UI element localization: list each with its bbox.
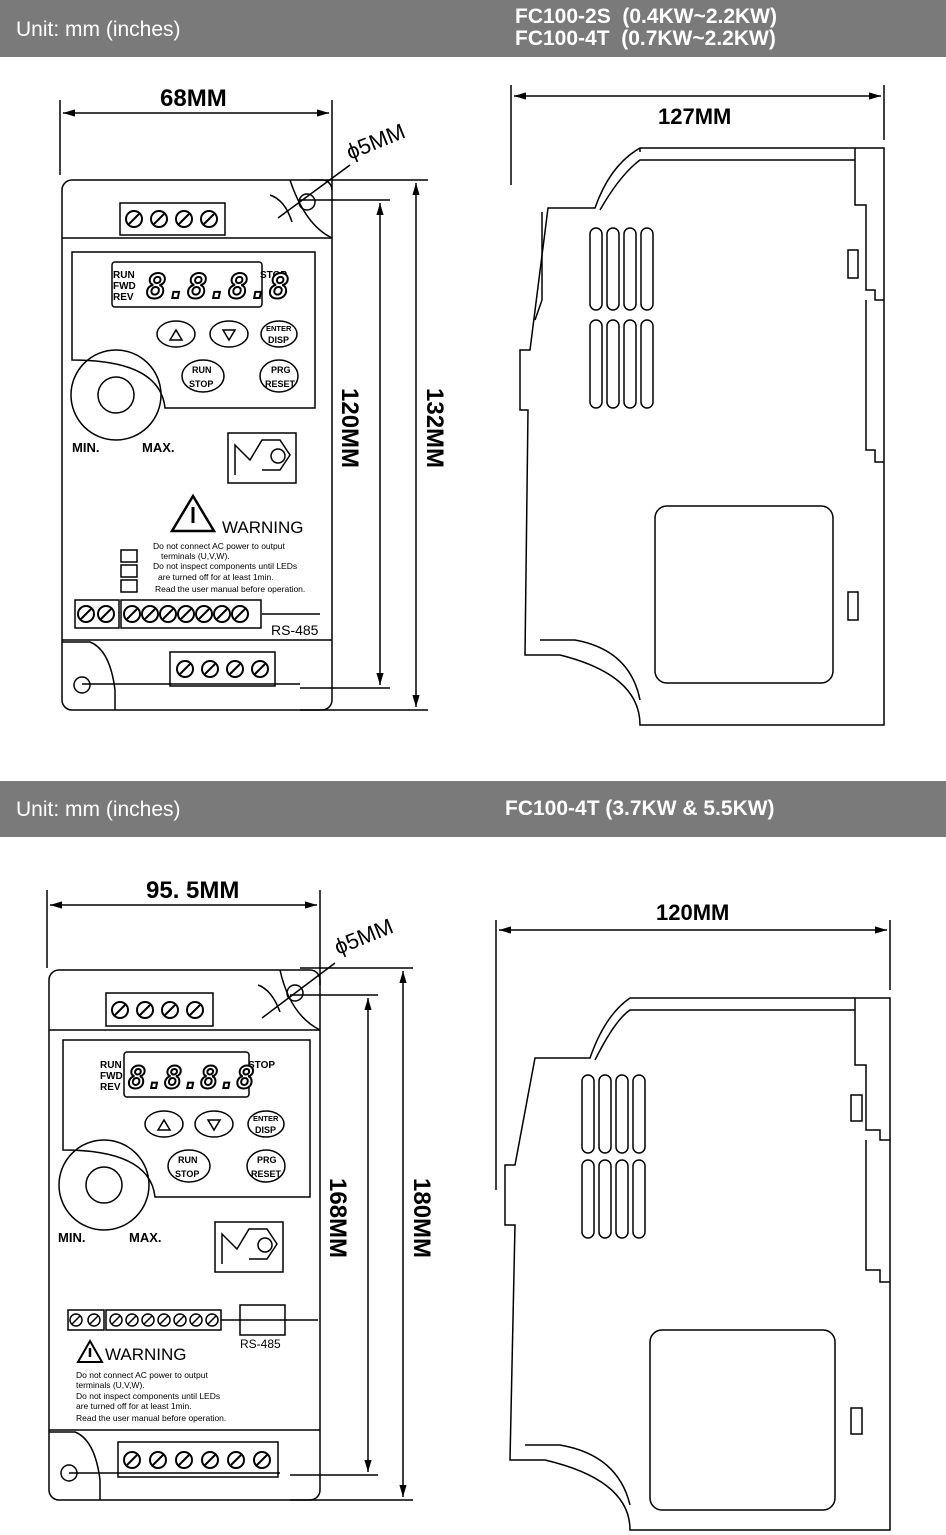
warning-line-1: Do not connect AC power to output [153, 541, 285, 551]
seven-segment-display: 8.8.8.8 [146, 267, 289, 307]
header-banner-1: Unit: mm (inches) FC100-2S (0.4KW~2.2KW)… [0, 0, 946, 57]
width-dimension: 95. 5MM [146, 877, 239, 904]
warning-line-1: Do not connect AC power to output [76, 1370, 208, 1380]
inner-height-dimension: 120MM [336, 388, 363, 468]
warning-line-5: Read the user manual before operation. [155, 584, 305, 594]
min-label: MIN. [58, 1230, 85, 1245]
top-terminal-screws-2 [111, 1001, 204, 1019]
hole-dimension: ϕ5MM [331, 914, 397, 960]
rev-led-label: REV [113, 292, 134, 303]
side-view-2 [495, 920, 891, 1531]
unit-label: Unit: mm (inches) [16, 18, 181, 41]
header-banner-2: Unit: mm (inches) FC100-4T (3.7KW & 5.5K… [0, 781, 946, 837]
run-key-label: RUN [192, 365, 212, 375]
run-led-label: RUN [100, 1060, 122, 1071]
stop-key-label: STOP [175, 1169, 199, 1179]
stop-led-label: STOP [260, 270, 287, 281]
warning-line-4: are turned off for at least 1min. [158, 572, 274, 582]
depth-dimension: 127MM [658, 104, 731, 129]
warning-line-3: Do not inspect components until LEDs [153, 561, 297, 571]
max-label: MAX. [142, 440, 175, 455]
warning-line-4: are turned off for at least 1min. [76, 1401, 192, 1411]
warning-title: WARNING [222, 518, 304, 537]
hole-dimension: ϕ5MM [343, 119, 409, 165]
stop-key-label: STOP [189, 379, 213, 389]
control-terminal-screws-1 [77, 605, 249, 623]
min-label: MIN. [72, 440, 99, 455]
unit-label: Unit: mm (inches) [16, 798, 181, 821]
bottom-terminal-screws-1 [176, 660, 269, 678]
outer-height-dimension: 180MM [408, 1178, 435, 1258]
side-view-1 [510, 85, 885, 726]
rs485-label: RS-485 [271, 622, 319, 638]
seven-segment-display: 8.8.8.8 [128, 1061, 254, 1096]
top-terminal-screws-1 [125, 210, 218, 228]
bottom-terminal-screws-2 [123, 1451, 271, 1469]
outer-height-dimension: 132MM [421, 388, 448, 468]
warning-line-5: Read the user manual before operation. [76, 1413, 226, 1423]
disp-key-label: DISP [268, 335, 289, 345]
prg-key-label: PRG [257, 1155, 277, 1165]
run-key-label: RUN [178, 1155, 198, 1165]
fwd-led-label: FWD [100, 1071, 123, 1082]
rev-led-label: REV [100, 1082, 121, 1093]
rs485-label: RS-485 [240, 1337, 281, 1351]
reset-key-label: RESET [251, 1169, 282, 1179]
prg-key-label: PRG [271, 365, 291, 375]
front-view-1 [59, 100, 428, 711]
width-dimension: 68MM [160, 85, 227, 112]
warning-line-2: terminals (U,V,W). [76, 1380, 145, 1390]
enter-key-label: ENTER [266, 324, 292, 333]
warning-title: WARNING [105, 1345, 187, 1364]
inner-height-dimension: 168MM [324, 1178, 351, 1258]
control-terminal-screws-2 [69, 1313, 219, 1327]
depth-dimension: 120MM [656, 900, 729, 925]
fwd-led-label: FWD [113, 281, 136, 292]
front-view-2 [46, 890, 413, 1501]
warning-line-3: Do not inspect components until LEDs [76, 1391, 220, 1401]
enter-key-label: ENTER [253, 1114, 279, 1123]
warning-line-2: terminals (U,V,W). [161, 551, 230, 561]
disp-key-label: DISP [255, 1125, 276, 1135]
reset-key-label: RESET [265, 379, 296, 389]
model-label: FC100-4T (3.7KW & 5.5KW) [505, 797, 775, 820]
max-label: MAX. [129, 1230, 162, 1245]
run-led-label: RUN [113, 270, 135, 281]
stop-led-label: STOP [248, 1060, 275, 1071]
model-label: FC100-2S (0.4KW~2.2KW) FC100-4T (0.7KW~2… [515, 5, 777, 50]
